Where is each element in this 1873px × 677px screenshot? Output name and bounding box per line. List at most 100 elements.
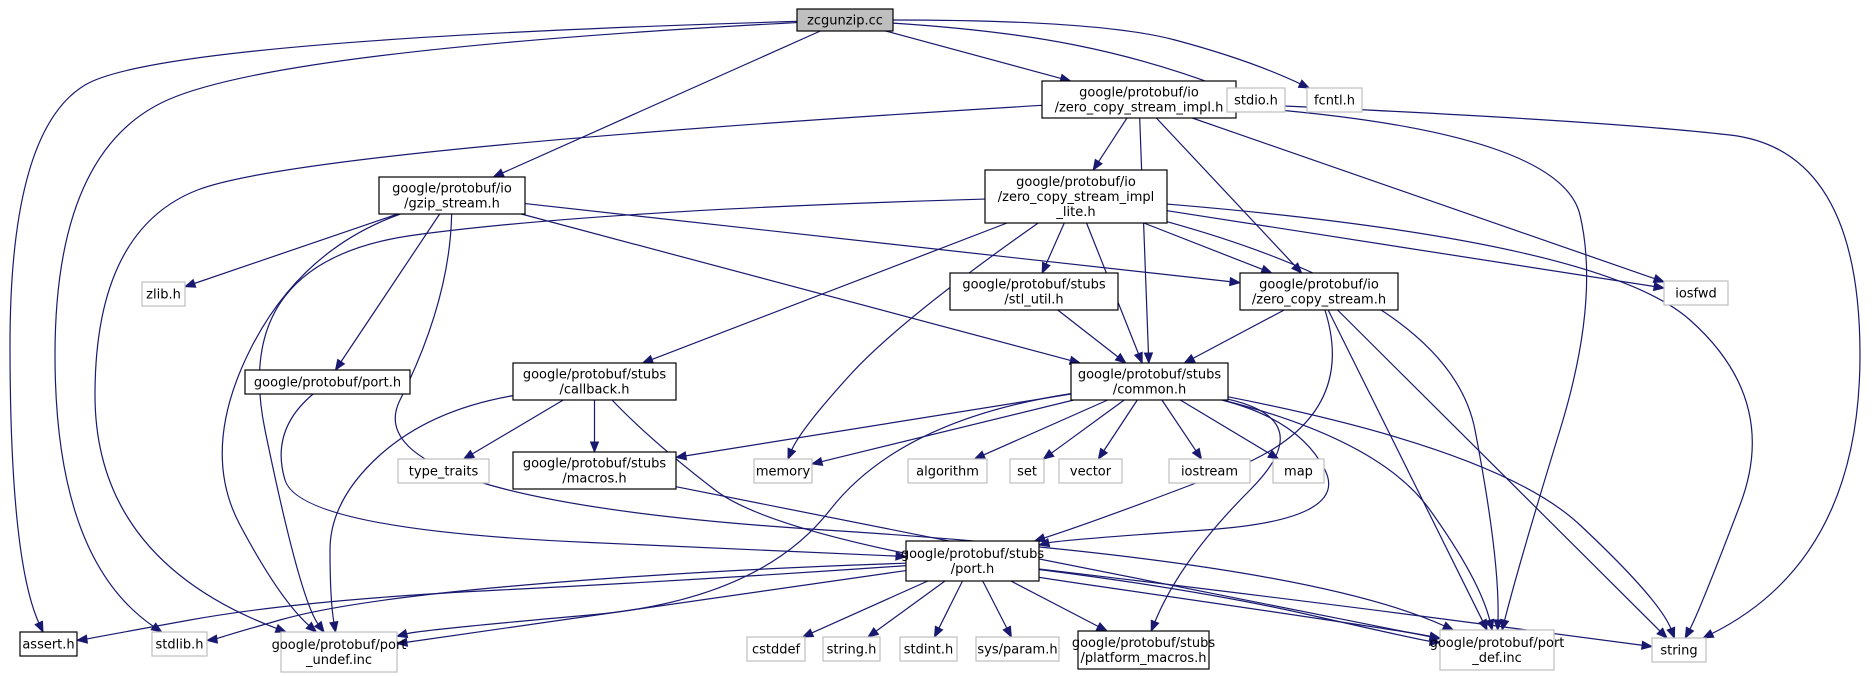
arrowhead-icon [933, 625, 944, 639]
edge-common-to-algorithm [973, 399, 1108, 460]
edge-line [892, 22, 1219, 87]
node-zcgunzip[interactable]: zcgunzip.cc [796, 8, 894, 32]
arrowhead-icon [305, 621, 318, 633]
arrowhead-icon [462, 449, 476, 460]
node-cstddef: cstddef [746, 636, 806, 662]
node-common[interactable]: google/protobuf/stubs/common.h [1070, 362, 1229, 401]
node-box[interactable] [905, 540, 1040, 582]
arrowhead-icon [1260, 264, 1273, 274]
edge-zcs_impl-to-string [1235, 103, 1861, 639]
edge-zcgunzip-to-stdio [892, 22, 1229, 90]
node-box[interactable] [1239, 272, 1399, 311]
edge-zcgunzip-to-stdlib [54, 21, 798, 633]
node-layer: zcgunzip.cc google/protobuf/io/zero_copy_… [19, 8, 1729, 673]
arrowhead-icon [1684, 626, 1695, 640]
arrowhead-icon [895, 551, 908, 561]
edge-line [1166, 221, 1499, 622]
edge-line [982, 580, 1008, 630]
node-port-h[interactable]: google/protobuf/port.h [244, 369, 411, 395]
edge-line [1222, 399, 1491, 622]
edge-zcs_impl_lite-to-port_undef [258, 198, 986, 634]
node-box [1306, 87, 1363, 113]
edge-zcs_impl_lite-to-string [1166, 203, 1753, 640]
node-box [899, 636, 958, 662]
node-assert[interactable]: assert.h [19, 631, 78, 657]
node-sys-param: sys/param.h [975, 636, 1060, 662]
node-label: /common.h [1113, 383, 1186, 398]
node-box[interactable] [984, 169, 1168, 224]
edge-line [85, 565, 907, 640]
edge-line [1010, 580, 1100, 628]
node-box[interactable] [512, 362, 677, 401]
node-box[interactable] [1077, 630, 1210, 670]
node-box[interactable] [378, 176, 526, 215]
node-label: cstddef [752, 643, 801, 658]
edge-line [1192, 117, 1656, 280]
node-callback[interactable]: google/protobuf/stubs/callback.h [512, 362, 677, 401]
edge-line [340, 213, 441, 363]
edge-line [820, 399, 1074, 463]
node-label: /platform_macros.h [1080, 651, 1206, 666]
edge-stubs_port-to-assert [75, 565, 907, 644]
node-zcs[interactable]: google/protobuf/io/zero_copy_stream.h [1239, 272, 1399, 311]
node-label: _undef.inc [305, 653, 372, 668]
node-box[interactable] [19, 631, 78, 657]
edge-zcs_impl-to-common [1139, 117, 1154, 365]
arrowhead-icon [1033, 533, 1047, 543]
node-vector: vector [1058, 458, 1123, 484]
node-box[interactable] [949, 272, 1119, 311]
arrowhead-icon [1191, 447, 1203, 461]
edge-common-to-vector [1097, 399, 1138, 461]
node-box [397, 458, 490, 484]
node-label: memory [756, 465, 811, 480]
edge-line [1227, 396, 1672, 630]
node-box [1009, 458, 1045, 484]
node-label: google/protobuf/stubs [1072, 636, 1216, 651]
edge-zcs-to-stubs_port [1033, 309, 1333, 543]
node-label: iostream [1181, 465, 1238, 480]
edge-line [1337, 309, 1661, 633]
node-label: google/protobuf/stubs [962, 278, 1106, 293]
node-box[interactable] [1070, 362, 1229, 401]
node-box[interactable] [1041, 80, 1237, 119]
node-box[interactable] [244, 369, 411, 395]
node-map: map [1272, 458, 1325, 484]
node-zcs-impl[interactable]: google/protobuf/io/zero_copy_stream_impl… [1041, 80, 1237, 119]
edge-line [1154, 398, 1281, 623]
edge-common-to-stubs_port [1037, 399, 1330, 548]
node-macros[interactable]: google/protobuf/stubs/macros.h [512, 451, 677, 490]
node-string-h: string.h [822, 636, 881, 662]
edge-line [675, 486, 1432, 638]
node-port-undef: google/protobuf/port_undef.inc [272, 631, 406, 673]
node-box[interactable] [796, 8, 894, 32]
node-platform-macros[interactable]: google/protobuf/stubs/platform_macros.h [1072, 630, 1216, 670]
edge-common-to-memory [810, 399, 1074, 467]
edge-line [1327, 309, 1484, 623]
edge-callback-to-type_traits [462, 399, 564, 460]
node-label: /stl_util.h [1004, 293, 1063, 308]
edge-line [54, 21, 798, 628]
edge-line [1161, 399, 1197, 452]
edge-line [684, 393, 1072, 457]
edge-line [1179, 399, 1272, 455]
node-box[interactable] [512, 451, 677, 490]
edge-line [1038, 568, 1644, 646]
edge-line [1038, 568, 1432, 643]
node-label: stdint.h [904, 643, 953, 658]
edge-zcgunzip-to-assert [9, 20, 798, 634]
node-gzip[interactable]: google/protobuf/io/gzip_stream.h [378, 176, 526, 215]
edge-zcs_impl-to-zcs_impl_lite [1092, 117, 1128, 172]
node-memory: memory [753, 458, 813, 484]
node-stubs-port[interactable]: google/protobuf/stubs/port.h [901, 540, 1045, 582]
edge-line [1097, 117, 1128, 163]
arrowhead-icon [1037, 537, 1051, 548]
node-label: /zero_copy_stream_impl [998, 190, 1154, 205]
node-label: vector [1070, 465, 1112, 480]
node-label: /macros.h [562, 472, 626, 487]
node-zcs-impl-lite[interactable]: google/protobuf/io/zero_copy_stream_impl… [984, 169, 1168, 224]
node-algorithm: algorithm [907, 458, 988, 484]
node-stl-util[interactable]: google/protobuf/stubs/stl_util.h [949, 272, 1119, 311]
node-box [746, 636, 806, 662]
arrowhead-icon [1652, 281, 1666, 292]
node-box [822, 636, 881, 662]
